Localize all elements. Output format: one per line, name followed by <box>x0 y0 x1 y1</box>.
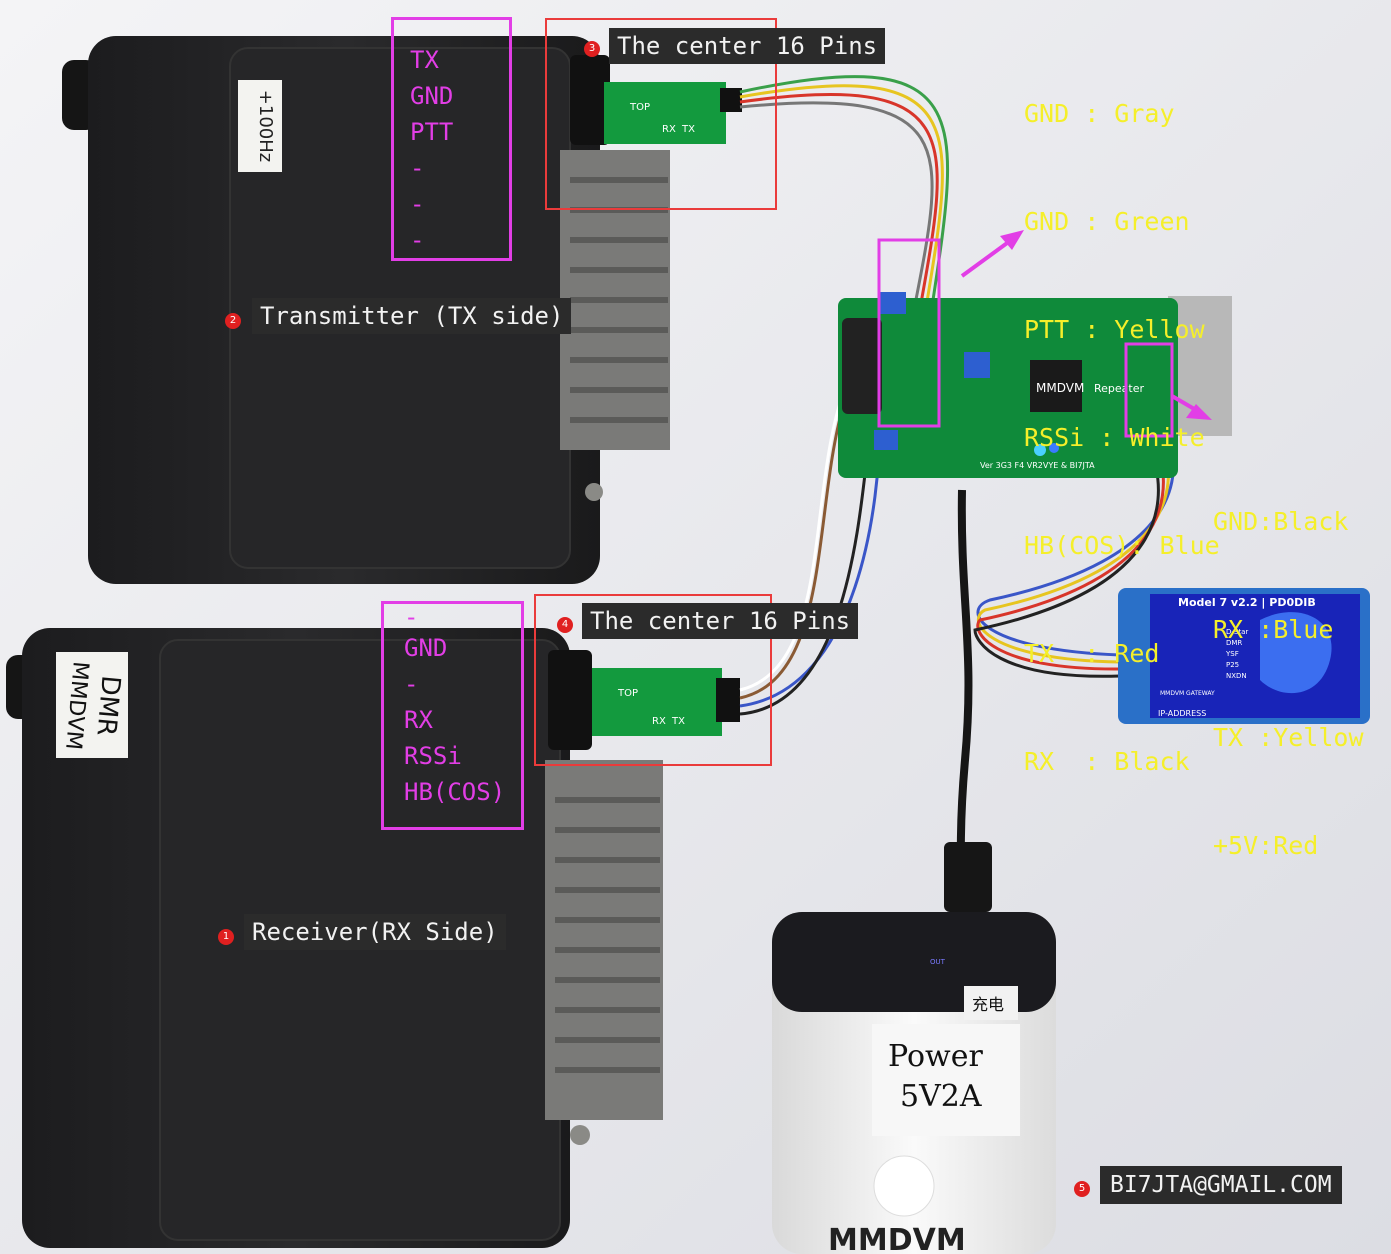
lcd-item: D-Star <box>1226 628 1248 636</box>
rx-adapter-highlight <box>534 594 772 766</box>
powerbank-brand: MMDVM <box>828 1223 966 1254</box>
display-wire-1: GND:Black <box>1213 507 1349 536</box>
tx-sticker-text: +100Hz <box>255 90 276 162</box>
rx-pin-5: RSSi <box>404 742 462 770</box>
radio-wire-5: HB(COS): Blue <box>1024 531 1220 560</box>
rx-sticker-text-1: DMR <box>90 674 125 737</box>
tx-pins-callout: The center 16 Pins <box>609 28 886 64</box>
rx-adapter: TOP RX TX <box>548 650 740 750</box>
tx-pin-3: PTT <box>410 118 454 146</box>
rx-pin-list: - GND - RX RSSi HB(COS) <box>381 601 524 830</box>
display-wire-3: TX :Yellow <box>1213 723 1364 752</box>
rx-adapter-tx: TX <box>671 716 685 727</box>
radio-wire-7: RX : Black <box>1024 747 1190 776</box>
transmitter-badge: 2 <box>225 313 241 329</box>
lcd-item: NXDN <box>1226 672 1247 680</box>
email-callout: BI7JTA@GMAIL.COM <box>1100 1166 1342 1204</box>
board-radio-header-box <box>877 238 941 428</box>
tx-pin-2: GND <box>410 82 454 110</box>
radio-wire-4: RSSi : White <box>1024 423 1205 452</box>
radio-wire-6: TX : Red <box>1024 639 1160 668</box>
board-brand: MMDVM <box>1036 381 1084 395</box>
power-note-2: 5V2A <box>900 1079 982 1114</box>
lcd-item: DMR <box>1226 639 1242 647</box>
transmitter-callout: Transmitter (TX side) <box>252 298 572 334</box>
tx-adapter-rx: RX <box>662 124 676 135</box>
tx-pin-1: TX <box>410 46 439 74</box>
rx-pin-3: - <box>404 670 419 698</box>
tx-adapter-tx: TX <box>681 124 695 135</box>
radio-wire-1: GND : Gray <box>1024 99 1175 128</box>
lcd-gateway: MMDVM GATEWAY <box>1160 690 1215 697</box>
receiver-callout: Receiver(RX Side) <box>244 914 506 950</box>
tx-sticker <box>238 80 282 172</box>
lcd-title: Model 7 v2.2 | PD0DIB <box>1178 596 1316 609</box>
lcd-ip: IP-ADDRESS <box>1158 709 1206 718</box>
powerbank-out: OUT <box>930 958 946 966</box>
rx-pin-2: GND <box>404 634 448 662</box>
radio-wire-3: PTT : Yellow <box>1024 315 1205 344</box>
display-wire-arrow <box>1170 394 1198 412</box>
board-text: Repeater <box>1094 382 1144 395</box>
rx-pin-6: HB(COS) <box>404 778 506 806</box>
rx-adapter-top: TOP <box>617 688 638 699</box>
lcd-item: YSF <box>1225 650 1239 658</box>
display-wire-2: RX :Blue <box>1213 615 1334 644</box>
board-display-header-box <box>1124 342 1174 438</box>
email-badge: 5 <box>1074 1181 1090 1197</box>
tx-pin-list: TX GND PTT - - - <box>391 17 512 261</box>
power-note-1: Power <box>888 1039 983 1074</box>
tx-pin-6: - <box>410 226 425 254</box>
display-wire-arrowhead <box>1186 404 1212 420</box>
display-wire-4: +5V:Red <box>1213 831 1319 860</box>
nextion-display: Model 7 v2.2 | PD0DIB MMDVM GATEWAY IP-A… <box>1118 588 1370 724</box>
power-bank: 充电 OUT Power 5V2A MMDVM <box>772 912 1056 1254</box>
receiver-badge: 1 <box>218 929 234 945</box>
tx-adapter-top: TOP <box>629 102 650 113</box>
usb-plug <box>944 842 992 912</box>
tx-pin-5: - <box>410 190 425 218</box>
lcd-item: P25 <box>1226 661 1239 669</box>
rx-sticker <box>56 652 128 758</box>
radio-wire-color-list: GND : Gray GND : Green PTT : Yellow RSSi… <box>1024 24 1220 816</box>
rx-pin-4: RX <box>404 706 433 734</box>
rx-pin-1: - <box>404 603 419 631</box>
tx-pin-4: - <box>410 154 425 182</box>
rx-adapter-rx: RX <box>652 716 666 727</box>
radio-wire-2: GND : Green <box>1024 207 1190 236</box>
board-version: Ver 3G3 F4 VR2VYE & BI7JTA <box>980 461 1095 470</box>
tx-adapter-highlight <box>545 18 777 210</box>
display-wire-color-list: GND:Black RX :Blue TX :Yellow +5V:Red <box>1213 432 1364 900</box>
radio-wire-arrowhead <box>1000 230 1024 250</box>
radio-wire-arrow <box>960 236 1016 278</box>
tx-pins-badge: 3 <box>584 41 600 57</box>
tx-adapter: TOP RX TX <box>570 55 742 145</box>
rx-pins-badge: 4 <box>557 617 573 633</box>
powerbank-charge: 充电 <box>972 995 1004 1014</box>
rx-pins-callout: The center 16 Pins <box>582 603 859 639</box>
